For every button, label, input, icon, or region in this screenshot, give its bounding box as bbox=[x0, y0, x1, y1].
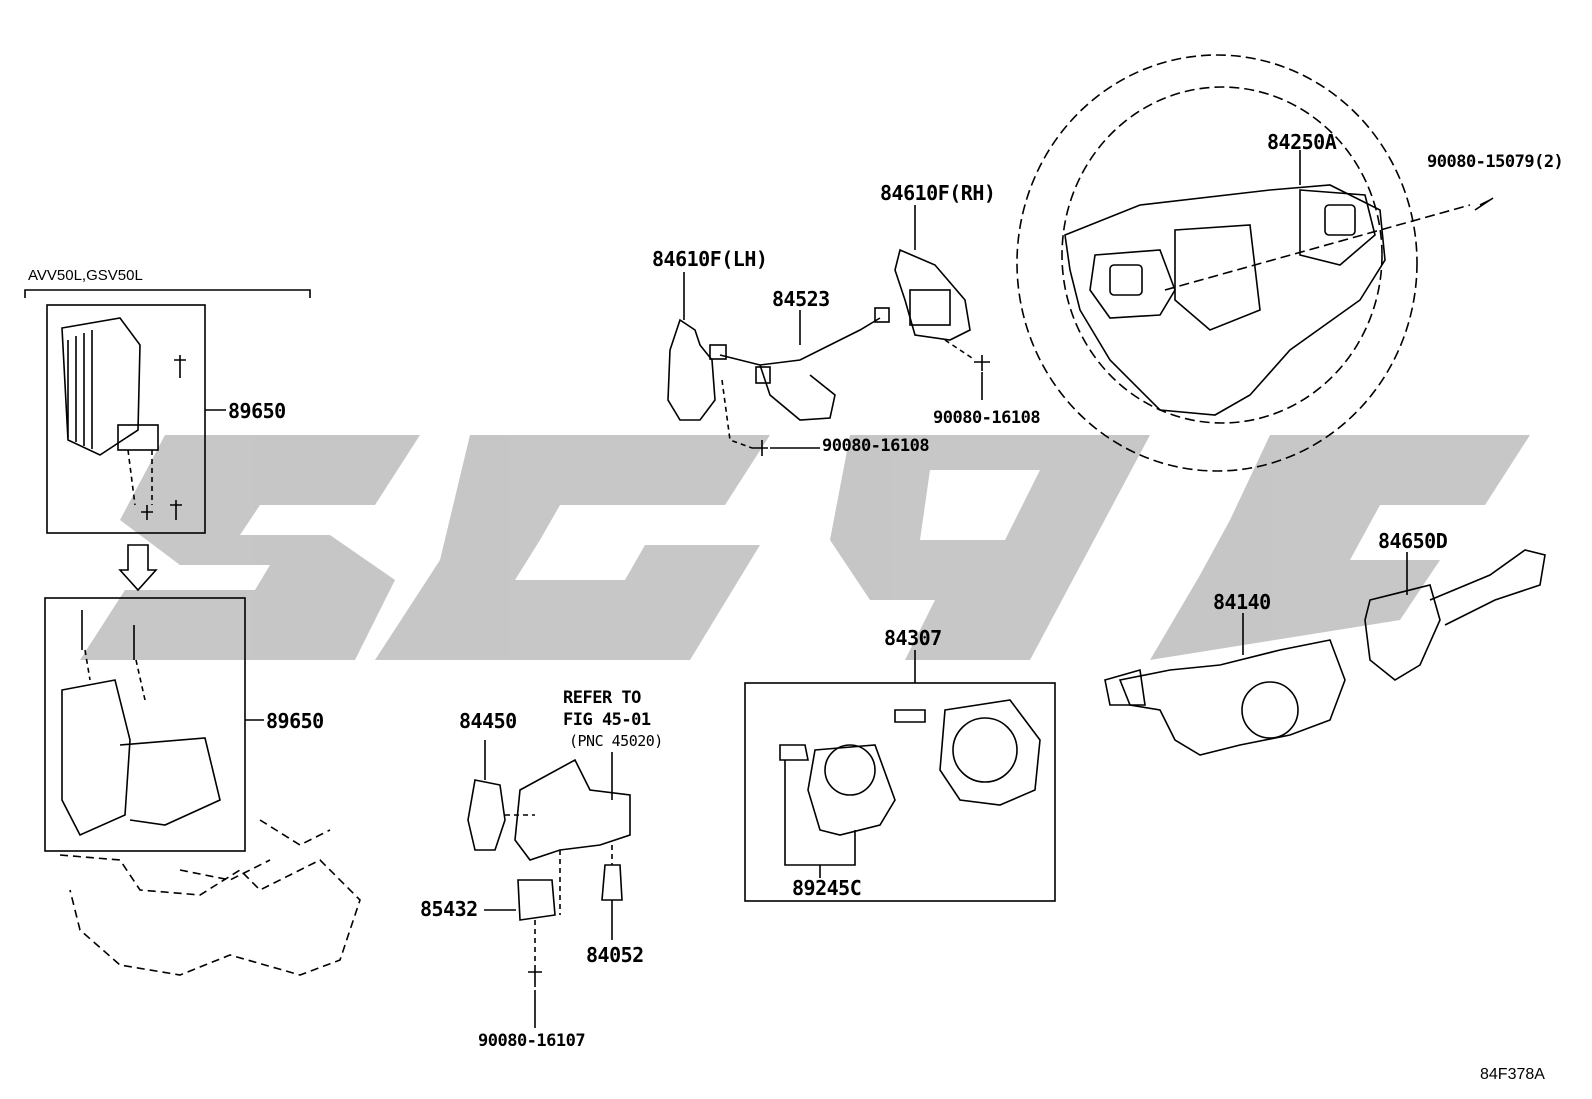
callout-spiral-cable[interactable]: 89245C bbox=[792, 876, 862, 900]
callout-switch-84450[interactable]: 84450 bbox=[459, 709, 517, 733]
callout-spiral-cable-sub[interactable]: 84307 bbox=[884, 626, 942, 650]
figure-code: 84F378A bbox=[1480, 1066, 1545, 1083]
reference-note-line1: REFER TO bbox=[563, 688, 641, 708]
callout-bolt-rh[interactable]: 90080-16108 bbox=[933, 408, 1041, 428]
callout-connector-84052[interactable]: 84052 bbox=[586, 943, 644, 967]
callout-sensor-85432[interactable]: 85432 bbox=[420, 897, 478, 921]
callout-combination-switch[interactable]: 84140 bbox=[1213, 590, 1271, 614]
callout-screw-bottom[interactable]: 90080-16107 bbox=[478, 1031, 586, 1051]
reference-note-line3: (PNC 45020) bbox=[569, 732, 663, 750]
callout-switch-rh[interactable]: 84610F(RH) bbox=[880, 181, 996, 205]
callout-ecu-lower[interactable]: 89650 bbox=[266, 709, 324, 733]
callout-screw-pad[interactable]: 90080-15079(2) bbox=[1427, 152, 1564, 172]
callout-cruise-switch[interactable]: 84650D bbox=[1378, 529, 1448, 553]
callout-ecu-upper[interactable]: 89650 bbox=[228, 399, 286, 423]
variant-label: AVV50L,GSV50L bbox=[28, 267, 143, 284]
watermark-logo bbox=[80, 435, 1530, 660]
callout-bolt-lh[interactable]: 90080-16108 bbox=[822, 436, 930, 456]
reference-note-line2: FIG 45-01 bbox=[563, 710, 651, 730]
callout-wire-harness[interactable]: 84523 bbox=[772, 287, 830, 311]
callout-switch-lh[interactable]: 84610F(LH) bbox=[652, 247, 768, 271]
callout-steering-pad[interactable]: 84250A bbox=[1267, 130, 1337, 154]
